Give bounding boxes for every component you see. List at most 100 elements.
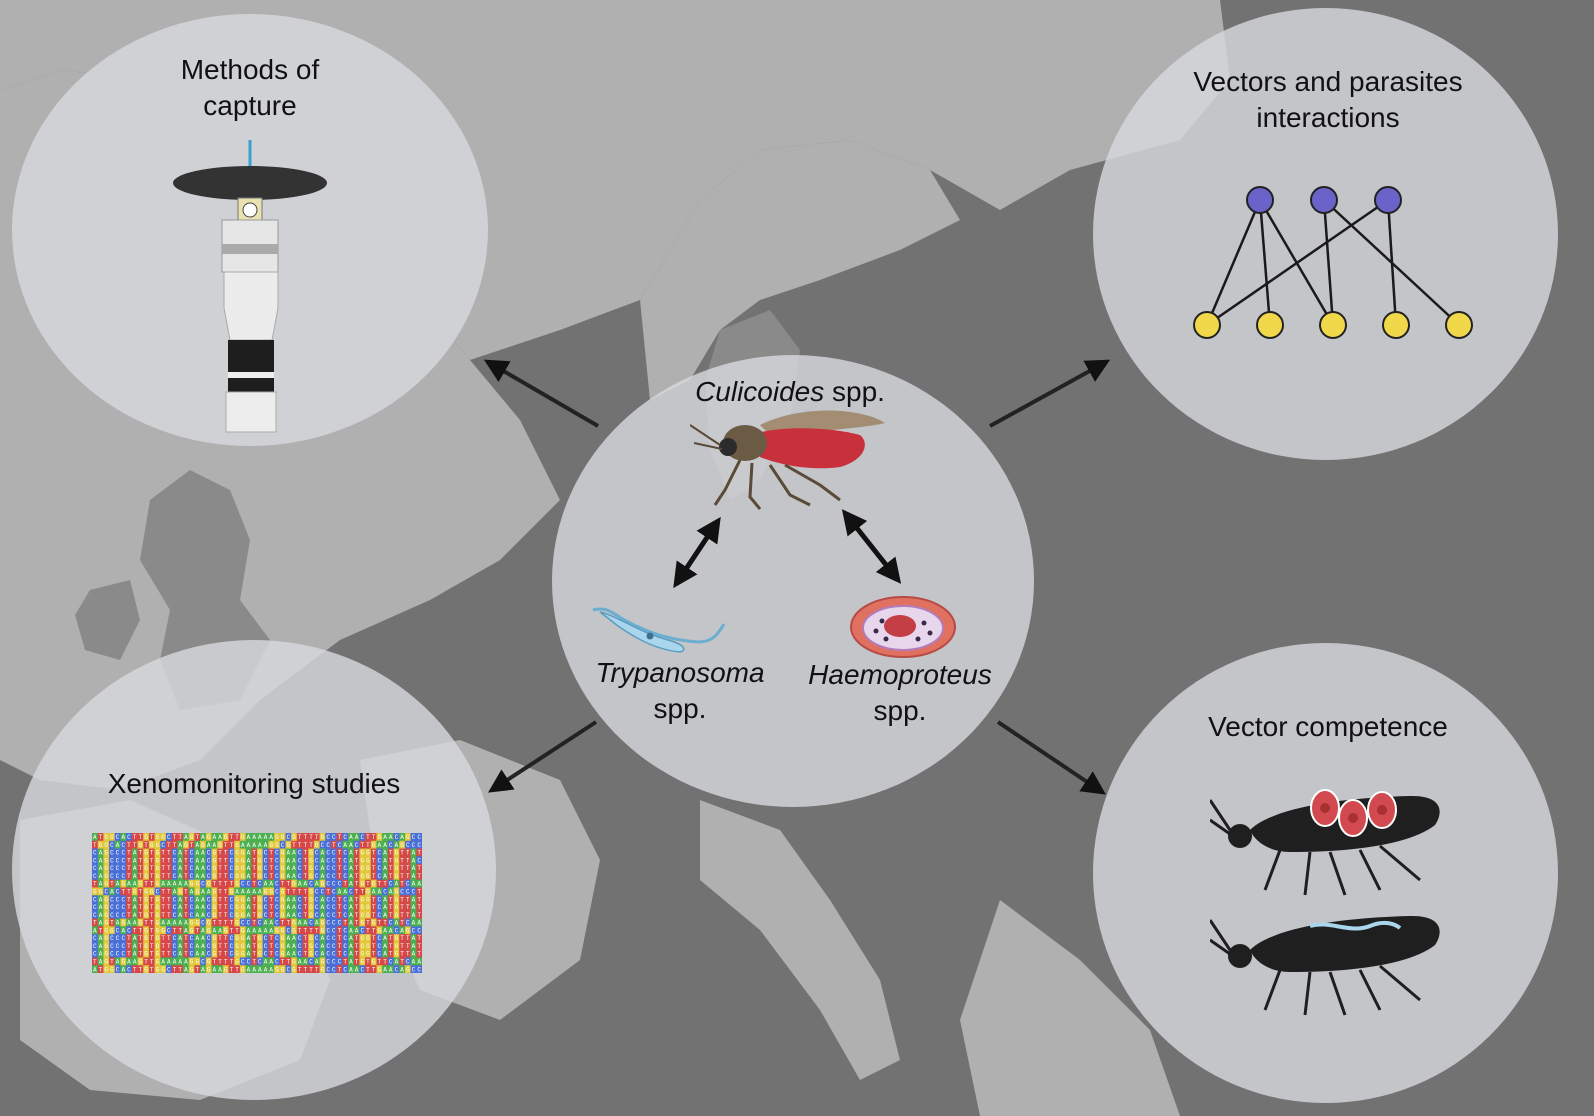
sequence-base: G: [224, 834, 228, 841]
sequence-base: G: [224, 966, 228, 973]
sequence-base: T: [195, 834, 199, 841]
sequence-cell: [370, 934, 377, 943]
sequence-base: C: [116, 951, 120, 958]
sequence-cell: [319, 941, 326, 950]
sequence-base: T: [286, 959, 290, 966]
sequence-base: G: [360, 912, 364, 919]
sequence-base: A: [321, 912, 325, 919]
sequence-base: C: [395, 927, 399, 934]
sequence-base: C: [326, 966, 330, 973]
sequence-base: A: [161, 881, 165, 888]
sequence-cell: [217, 848, 224, 857]
sequence-base: C: [332, 896, 336, 903]
sequence-base: C: [207, 850, 211, 857]
sequence-cell: [211, 903, 218, 912]
sequence-cell: [257, 871, 263, 880]
sequence-base: C: [161, 842, 165, 849]
sequence-base: C: [309, 920, 313, 927]
sequence-base: T: [99, 966, 103, 973]
sequence-base: C: [121, 857, 125, 864]
sequence-base: C: [121, 842, 125, 849]
sequence-cell: [239, 957, 246, 966]
sequence-base: A: [133, 857, 137, 864]
sequence-cell: [291, 864, 298, 873]
sequence-cell: [205, 864, 212, 873]
sequence-cell: [268, 833, 275, 842]
sequence-base: C: [275, 935, 279, 942]
sequence-cell: [336, 934, 343, 943]
sequence-cell: [376, 895, 383, 904]
sequence-cell: [183, 840, 190, 849]
sequence-base: C: [343, 935, 347, 942]
sequence-cell: [291, 895, 298, 904]
sequence-cell: [302, 871, 309, 880]
sequence-cell: [245, 856, 252, 865]
sequence-cell: [148, 871, 155, 880]
sequence-base: G: [281, 834, 285, 841]
sequence-cell: [200, 910, 207, 919]
sequence-cell: [239, 941, 246, 950]
sequence-base: G: [395, 935, 399, 942]
sequence-cell: [370, 941, 377, 950]
sequence-base: G: [110, 966, 114, 973]
sequence-cell: [200, 965, 207, 973]
sequence-base: C: [93, 912, 97, 919]
sequence-cell: [109, 856, 116, 865]
sequence-base: T: [127, 865, 131, 872]
sequence-cell: [370, 848, 377, 857]
sequence-base: G: [156, 951, 160, 958]
sequence-base: T: [127, 889, 131, 896]
sequence-base: T: [167, 896, 171, 903]
sequence-base: C: [275, 920, 279, 927]
sequence-cell: [245, 918, 252, 927]
sequence-cell: [399, 934, 406, 943]
sequence-base: A: [195, 850, 199, 857]
sequence-base: C: [264, 912, 268, 919]
sequence-cell: [188, 965, 195, 973]
sequence-cell: [234, 871, 241, 880]
sequence-base: T: [218, 912, 222, 919]
sequence-cell: [342, 856, 349, 865]
sequence-base: T: [150, 873, 154, 880]
sequence-base: G: [378, 927, 382, 934]
sequence-cell: [217, 910, 224, 919]
sequence-base: G: [121, 881, 125, 888]
sequence-base: A: [349, 873, 353, 880]
sequence-base: G: [241, 857, 245, 864]
sequence-cell: [171, 918, 178, 927]
sequence-cell: [188, 941, 195, 950]
sequence-cell: [330, 879, 337, 888]
sequence-base: A: [99, 935, 103, 942]
sequence-cell: [393, 910, 400, 919]
sequence-base: A: [178, 943, 182, 950]
sequence-base: A: [161, 920, 165, 927]
sequence-cell: [330, 926, 337, 935]
sequence-base: T: [218, 943, 222, 950]
sequence-base: A: [321, 850, 325, 857]
sequence-base: T: [372, 904, 376, 911]
sequence-base: G: [195, 959, 199, 966]
sequence-base: A: [247, 966, 251, 973]
sequence-base: C: [110, 943, 114, 950]
sequence-base: C: [332, 850, 336, 857]
sequence-cell: [205, 840, 212, 849]
sequence-base: A: [264, 842, 268, 849]
sequence-cell: [200, 887, 207, 896]
sequence-base: A: [201, 850, 205, 857]
sequence-base: C: [326, 920, 330, 927]
sequence-base: A: [355, 834, 359, 841]
sequence-base: T: [338, 873, 342, 880]
vector-suffix: spp.: [824, 376, 885, 407]
sequence-base: T: [252, 920, 256, 927]
sequence-cell: [228, 833, 235, 842]
sequence-cell: [257, 934, 263, 943]
sequence-cell: [319, 903, 326, 912]
sequence-cell: [217, 926, 224, 935]
sequence-cell: [257, 864, 263, 873]
sequence-cell: [109, 833, 116, 842]
sequence-base: G: [258, 873, 262, 880]
sequence-cell: [165, 918, 172, 927]
sequence-base: A: [269, 959, 273, 966]
sequence-cell: [365, 887, 372, 896]
sequence-base: C: [190, 951, 194, 958]
